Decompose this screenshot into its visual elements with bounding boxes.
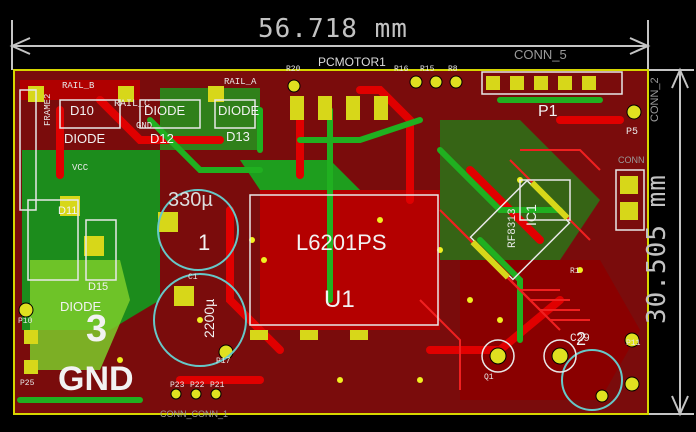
dimension-width	[9, 20, 651, 70]
through-holes	[18, 75, 642, 403]
net-2-label: 2	[576, 329, 587, 349]
silk-r1: R1	[570, 267, 580, 276]
silk-vcc: VCC	[72, 163, 89, 173]
silk-p1: P1	[538, 103, 558, 120]
silk-p10: P10	[18, 317, 33, 326]
silk-rail-a: RAIL_A	[224, 77, 257, 87]
traces-bottom	[17, 97, 603, 403]
crystal-outline	[481, 339, 577, 373]
silk-p21: P21	[210, 381, 225, 390]
silk-rail-c: RAIL_C	[114, 99, 151, 110]
silk-rf: RF8313	[507, 208, 519, 248]
cap-value-label: 330µ	[168, 189, 213, 211]
silk-conn: CONN	[618, 155, 645, 165]
silk-p23: P23	[170, 381, 185, 390]
silk-diode-4: DIODE	[60, 299, 102, 314]
silk-r20: R20	[286, 65, 301, 74]
rf-ic	[469, 179, 571, 281]
silk-ic1: IC1	[523, 204, 539, 226]
net-1-label: 1	[198, 230, 211, 255]
silk-c1: C1	[188, 273, 198, 282]
silk-conn-bottom: CONN_CONN_1	[160, 409, 229, 419]
silk-outlines	[19, 71, 645, 326]
silk-q1: Q1	[484, 373, 494, 382]
silk-diode-1: DIODE	[144, 103, 186, 118]
silk-rail-b: RAIL_B	[62, 81, 95, 91]
silk-d10: D10	[70, 103, 94, 118]
silk-conn2: CONN_2	[649, 77, 661, 122]
silk-d11: D11	[58, 205, 78, 217]
cap-value2-label: 2200µ	[201, 298, 217, 338]
silk-r8: R8	[448, 65, 458, 74]
silk-p17: P17	[216, 357, 231, 366]
silk-p22: P22	[190, 381, 205, 390]
silk-diode-2: DIODE	[218, 103, 260, 118]
silk-d13: D13	[226, 129, 250, 144]
silk-r16: R16	[394, 65, 409, 74]
gnd-label: GND	[58, 360, 134, 398]
ic-main-ref: U1	[324, 286, 355, 313]
net-3-label: 3	[86, 308, 108, 350]
height-dimension-label: 30.505 mm	[642, 174, 672, 324]
silk-r15: R15	[420, 65, 435, 74]
silk-d12: D12	[150, 131, 174, 146]
silk-d15: D15	[88, 281, 109, 293]
capacitor-outlines	[153, 189, 623, 411]
silk-p25: P25	[20, 379, 35, 388]
silk-conn5: CONN_5	[514, 47, 567, 62]
silk-p5: P5	[626, 127, 639, 138]
silk-diode-3: DIODE	[64, 131, 106, 146]
silk-frame2: FRAME2	[43, 93, 53, 126]
width-dimension-label: 56.718 mm	[258, 14, 408, 44]
pads	[24, 76, 638, 374]
silk-gnd-small: GND	[136, 121, 153, 131]
silk-pcmotor1: PCMOTOR1	[318, 55, 386, 69]
silk-xtal: C29	[570, 333, 590, 345]
dimension-height	[648, 67, 694, 417]
ic-main-label: L6201PS	[296, 230, 387, 255]
silk-p11: P11	[626, 339, 641, 348]
